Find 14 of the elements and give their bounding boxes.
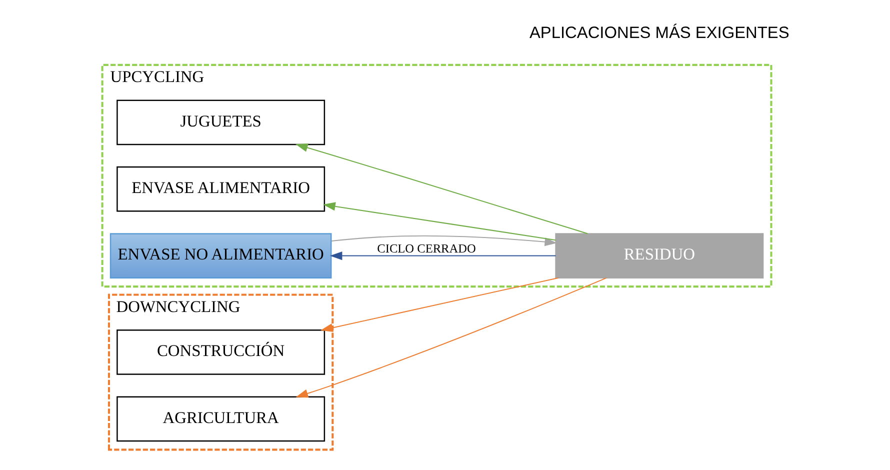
arrow [329, 251, 556, 260]
arrow [330, 235, 557, 246]
node-box: RESIDUO [554, 233, 764, 278]
arrow [294, 143, 588, 234]
node-box: JUGUETES [116, 100, 325, 146]
node-box: AGRICULTURA [116, 396, 325, 442]
node-box: CONSTRUCCIÓN [116, 330, 325, 375]
arrow [320, 277, 558, 332]
node-box: ENVASE NO ALIMENTARIO [109, 233, 332, 278]
arrow [322, 202, 556, 241]
arrow [295, 277, 606, 398]
edge-label: CICLO CERRADO [376, 241, 476, 256]
label: APLICACIONES MÁS EXIGENTES [528, 24, 789, 42]
node-box: ENVASE ALIMENTARIO [116, 166, 325, 212]
